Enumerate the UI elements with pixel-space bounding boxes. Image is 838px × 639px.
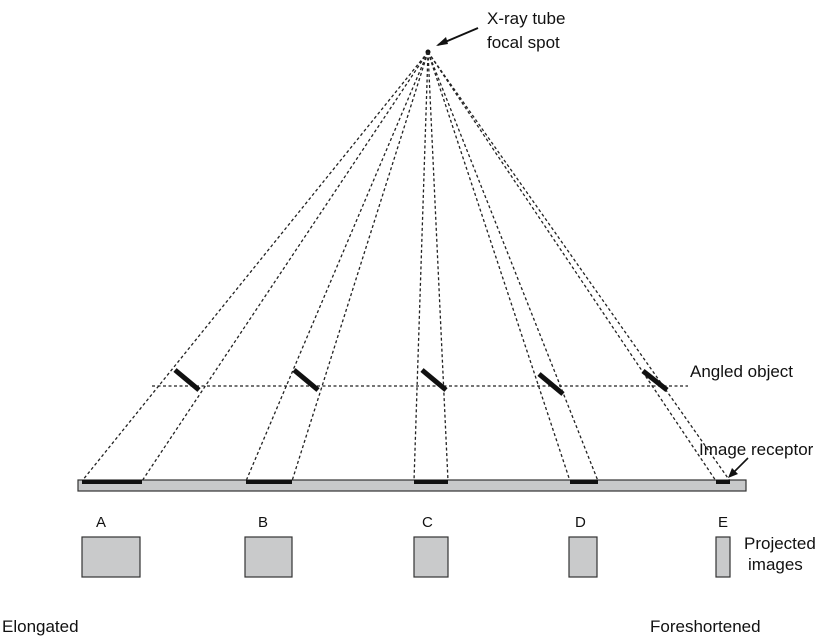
angled-object-d (537, 372, 565, 396)
receptor-arrowhead (728, 468, 738, 478)
focal-spot-arrowhead (436, 37, 448, 46)
ray-d-left (427, 51, 571, 482)
ray-b-left (245, 51, 429, 482)
letter-c: C (422, 514, 433, 531)
angled-object-c (420, 368, 448, 392)
angled-object-b (292, 368, 320, 392)
image-box-b (244, 536, 293, 578)
projected-label-1: Projected (744, 534, 816, 553)
ray-e-right (427, 51, 731, 482)
letter-d: D (575, 514, 586, 531)
angled-object-e (641, 369, 669, 392)
image-box-a (81, 536, 141, 578)
angled-objects (173, 368, 669, 396)
ray-e-left (427, 51, 717, 482)
letter-a: A (96, 514, 106, 531)
angled-object-label: Angled object (690, 362, 793, 381)
x-ray-beams (81, 51, 731, 482)
ray-a-right (141, 51, 429, 482)
image-receptor-bar (77, 479, 747, 492)
elongated-label: Elongated (2, 617, 79, 636)
letter-b: B (258, 514, 268, 531)
projected-image-boxes (81, 536, 731, 578)
image-box-e (715, 536, 731, 578)
image-box-c (413, 536, 449, 578)
image-box-d (568, 536, 598, 578)
projected-label-2: images (748, 555, 803, 574)
angled-object-a (173, 368, 201, 392)
ray-a-left (81, 51, 429, 482)
ray-c-right (427, 51, 449, 482)
ray-b-right (291, 51, 429, 482)
image-receptor-label: Image receptor (699, 440, 814, 459)
focal-spot-label-1: X-ray tube (487, 9, 565, 28)
ray-c-left (413, 51, 429, 482)
foreshortened-label: Foreshortened (650, 617, 761, 636)
focal-spot-label-2: focal spot (487, 33, 560, 52)
letter-e: E (718, 514, 728, 531)
